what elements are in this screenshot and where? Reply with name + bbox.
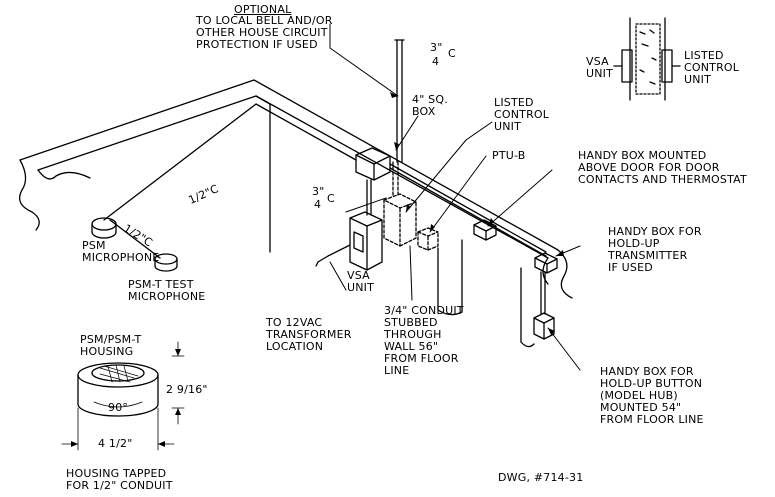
label-optional-body: TO LOCAL BELL AND/OR OTHER HOUSE CIRCUIT… bbox=[196, 14, 333, 51]
label-dim-angle: 90° bbox=[108, 401, 129, 414]
label-conduit-top-c: C bbox=[448, 47, 456, 60]
house-structure bbox=[18, 79, 573, 348]
label-conduit-stubbed: 3/4" CONDUIT STUBBED THROUGH WALL 56" FR… bbox=[384, 304, 464, 377]
label-psm-t-test: PSM-T TEST MICROPHONE bbox=[128, 278, 206, 303]
label-conduit-left-den: 4 bbox=[314, 198, 322, 211]
handy-box-button bbox=[533, 312, 555, 340]
label-12vac: TO 12VAC TRANSFORMER LOCATION bbox=[266, 316, 352, 353]
dim-arrows bbox=[71, 349, 181, 447]
label-inset-vsa-unit: VSA UNIT bbox=[586, 55, 614, 80]
label-vsa-unit: VSA UNIT bbox=[347, 269, 375, 294]
label-inset-listed-control-unit: LISTED CONTROL UNIT bbox=[684, 49, 740, 86]
handy-box-door bbox=[473, 219, 497, 241]
label-psm-housing: PSM/PSM-T HOUSING bbox=[80, 333, 142, 358]
arrowheads bbox=[390, 92, 564, 335]
psm-microphone bbox=[91, 217, 117, 239]
psm-t-microphone bbox=[154, 253, 178, 272]
label-housing-tapped: HOUSING TAPPED FOR 1/2" CONDUIT bbox=[66, 467, 173, 492]
label-handy-box-door: HANDY BOX MOUNTED ABOVE DOOR FOR DOOR CO… bbox=[578, 149, 747, 186]
label-ptu-b: PTU-B bbox=[492, 149, 526, 162]
label-optional: OPTIONAL bbox=[234, 3, 292, 16]
label-handy-box-button: HANDY BOX FOR HOLD-UP BUTTON (MODEL HUB)… bbox=[600, 365, 704, 426]
label-conduit-top-den: 4 bbox=[432, 55, 440, 68]
handy-box-transmitter bbox=[534, 252, 558, 274]
leader-lines bbox=[329, 23, 581, 371]
vsa-unit bbox=[349, 211, 383, 271]
label-conduit-left-c: C bbox=[327, 192, 335, 205]
square-box bbox=[355, 147, 391, 181]
label-conduit-left-num: 3" bbox=[312, 185, 325, 198]
label-psm-microphone: PSM MICROPHONE bbox=[82, 239, 160, 264]
listed-control-unit-dashed bbox=[383, 161, 439, 251]
label-dwg-number: DWG, #714-31 bbox=[498, 471, 584, 484]
label-conduit-top-num: 3" bbox=[430, 41, 443, 54]
label-listed-control-unit: LISTED CONTROL UNIT bbox=[494, 96, 550, 133]
label-square-box: 4" SQ. BOX bbox=[412, 93, 448, 118]
inset-wall-section bbox=[613, 17, 681, 101]
top-conduit bbox=[394, 39, 405, 163]
label-dim-height: 2 9/16" bbox=[166, 383, 208, 396]
label-dim-width: 4 1/2" bbox=[98, 437, 133, 450]
housing-detail bbox=[61, 341, 185, 451]
label-handy-box-transmitter: HANDY BOX FOR HOLD-UP TRANSMITTER IF USE… bbox=[608, 225, 702, 274]
